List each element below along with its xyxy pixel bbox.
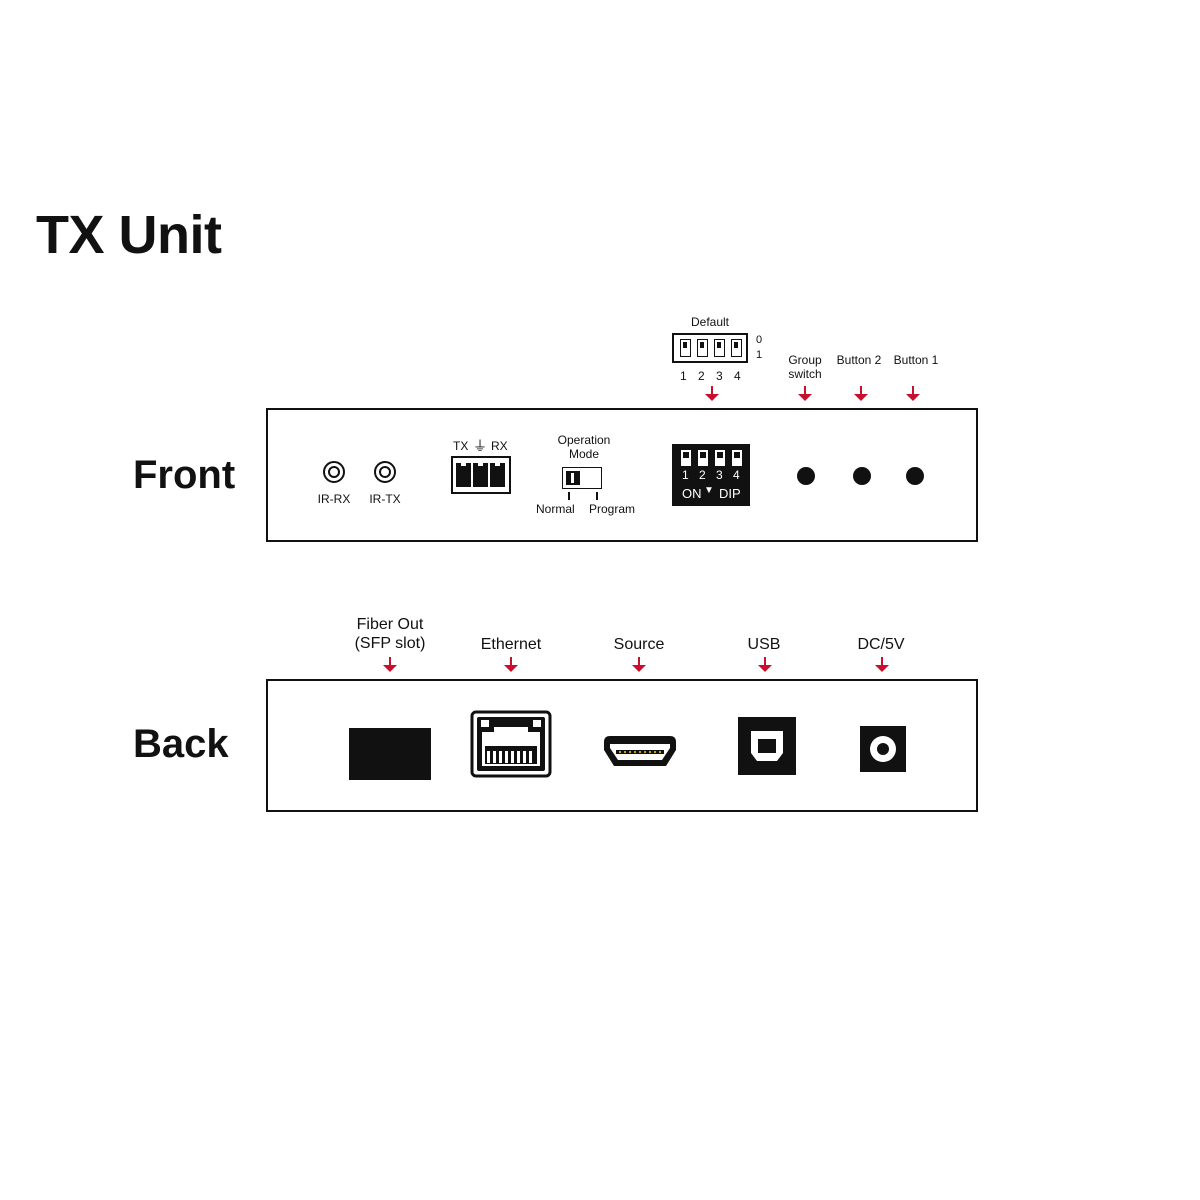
dip-on-arrow-icon: ▼	[704, 485, 714, 496]
default-dip-switch-3	[714, 339, 725, 357]
default-num-1: 1	[680, 369, 687, 383]
dip-num-3: 3	[716, 468, 723, 482]
source-label: Source	[613, 636, 665, 653]
default-dip-switch-4	[731, 339, 742, 357]
back-panel	[266, 679, 978, 812]
dc-label: DC/5V	[857, 636, 905, 653]
ethernet-port-icon	[470, 710, 552, 778]
page-title: TX Unit	[36, 205, 222, 265]
front-label: Front	[133, 453, 236, 497]
dip-num-2: 2	[699, 468, 706, 482]
mode-program-label: Program	[589, 502, 636, 516]
usb-label: USB	[747, 636, 781, 653]
default-num-3: 3	[716, 369, 723, 383]
dip-switch-2[interactable]	[698, 450, 708, 466]
ir-rx-jack-icon	[323, 461, 345, 483]
default-dip-switch-2	[697, 339, 708, 357]
default-dip-diagram	[672, 333, 748, 363]
dip-num-4: 4	[733, 468, 740, 482]
button2-label: Button 2	[836, 353, 882, 367]
button-2[interactable]	[853, 467, 871, 485]
ir-tx-jack-icon	[374, 461, 396, 483]
mode-normal-label: Normal	[536, 502, 575, 516]
default-label: Default	[690, 315, 730, 329]
program-tick	[596, 492, 598, 500]
default-state-1: 1	[756, 349, 763, 361]
dip-switch[interactable]: 1 2 3 4 ON ▼ DIP	[672, 444, 750, 506]
ir-rx-label: IR-RX	[317, 492, 351, 506]
ethernet-label: Ethernet	[480, 636, 542, 653]
terminal-tx-label: TX	[453, 439, 469, 453]
dip-dip-label: DIP	[719, 486, 741, 501]
operation-mode-slide-switch[interactable]	[562, 467, 602, 489]
button-1[interactable]	[906, 467, 924, 485]
dip-switch-4[interactable]	[732, 450, 742, 466]
hdmi-port-icon	[604, 736, 676, 766]
dip-num-1: 1	[682, 468, 689, 482]
ir-tx-label: IR-TX	[369, 492, 401, 506]
operation-mode-label-line2: Mode	[568, 447, 600, 461]
dc-power-jack-icon	[860, 726, 906, 772]
default-dip-switch-1	[680, 339, 691, 357]
dip-switch-3[interactable]	[715, 450, 725, 466]
dip-switch-1[interactable]	[681, 450, 691, 466]
fiber-label-line2: (SFP slot)	[354, 635, 426, 652]
sfp-slot-icon	[349, 728, 431, 780]
group-switch-label-line1: Group	[788, 353, 822, 367]
group-switch-label-line2: switch	[788, 367, 822, 381]
front-panel: IR-RX IR-TX TX ⏚ RX Operation Mode Norma…	[266, 408, 978, 542]
default-num-4: 4	[734, 369, 741, 383]
default-num-2: 2	[698, 369, 705, 383]
normal-tick	[568, 492, 570, 500]
usb-b-port-icon	[738, 717, 796, 775]
ground-icon: ⏚	[473, 438, 487, 454]
group-switch-button[interactable]	[797, 467, 815, 485]
terminal-block-icon	[451, 456, 511, 494]
dip-on-label: ON	[682, 486, 702, 501]
button1-label: Button 1	[893, 353, 939, 367]
operation-mode-label-line1: Operation	[557, 433, 611, 447]
terminal-rx-label: RX	[491, 439, 508, 453]
default-state-0: 0	[756, 334, 763, 346]
fiber-label-line1: Fiber Out	[356, 616, 424, 633]
back-label: Back	[133, 722, 229, 766]
